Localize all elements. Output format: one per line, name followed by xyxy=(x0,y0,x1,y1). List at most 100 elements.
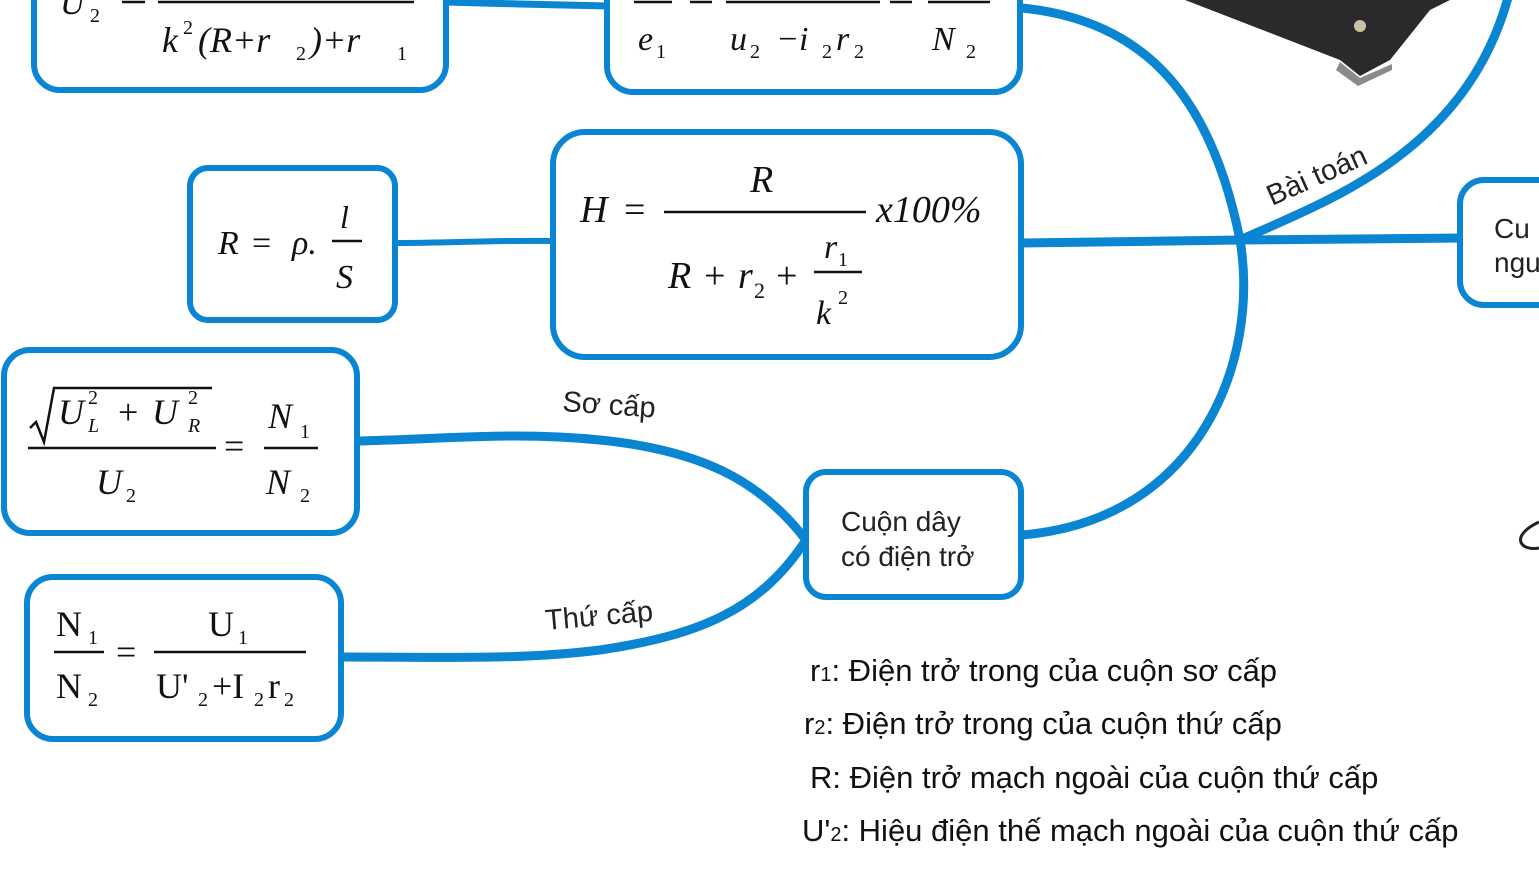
svg-text:ρ.: ρ. xyxy=(291,225,317,262)
svg-text:+: + xyxy=(118,392,138,432)
svg-text:1: 1 xyxy=(838,249,848,271)
svg-text:R: R xyxy=(667,255,691,297)
legend-item: r2: Điện trở trong của cuộn thứ cấp xyxy=(804,706,1282,741)
legend-item: R: Điện trở mạch ngoài của cuộn thứ cấp xyxy=(810,760,1378,795)
svg-text:2: 2 xyxy=(88,689,98,711)
svg-text:L: L xyxy=(87,415,99,437)
resistance-formula: R = ρ. l S xyxy=(217,199,362,296)
svg-text:)+r: )+r xyxy=(308,20,361,60)
svg-text:1: 1 xyxy=(238,627,248,649)
resistance-box xyxy=(187,165,398,323)
svg-text:1: 1 xyxy=(88,627,98,649)
svg-text:U: U xyxy=(208,604,234,644)
svg-text:2: 2 xyxy=(90,5,100,27)
so-cap-label: Sơ cấp xyxy=(562,386,657,424)
connectors xyxy=(338,0,1512,662)
svg-text:2: 2 xyxy=(754,278,765,303)
svg-text:2: 2 xyxy=(198,689,208,711)
bai-toan-branch xyxy=(1235,0,1512,245)
svg-text:k: k xyxy=(816,295,832,332)
svg-text:2: 2 xyxy=(838,287,848,309)
hub-curve xyxy=(1017,3,1249,540)
resistance-link xyxy=(393,237,558,246)
svg-text:=: = xyxy=(224,426,244,466)
svg-text:+I: +I xyxy=(212,666,244,706)
svg-text:N: N xyxy=(265,462,292,502)
svg-text:2: 2 xyxy=(183,17,193,39)
svg-text:2: 2 xyxy=(854,41,864,63)
primary-formula: U 2 L + U 2 R U 2 = N 1 N 2 xyxy=(28,386,318,507)
svg-text:−i: −i xyxy=(776,21,808,58)
svg-text:r: r xyxy=(268,666,280,706)
svg-text:r: r xyxy=(836,21,850,58)
legend: r1: Điện trở trong của cuộn sơ cấp r2: Đ… xyxy=(802,653,1458,848)
svg-text:R: R xyxy=(749,159,773,201)
svg-text:+: + xyxy=(776,255,797,297)
svg-text:1: 1 xyxy=(656,41,666,63)
svg-text:U: U xyxy=(58,392,86,432)
svg-text:2: 2 xyxy=(300,485,310,507)
right-node-line2: ngu xyxy=(1494,247,1539,278)
coil-node-line2: có điện trở xyxy=(841,541,975,572)
u2-ratio-formula: U 2 k 2 (R+r 2 )+r 1 xyxy=(60,0,414,65)
right-node-link xyxy=(1235,233,1467,245)
u2-ratio-box xyxy=(31,0,449,93)
svg-text:N: N xyxy=(931,21,957,58)
boxes xyxy=(1,0,1539,742)
svg-text:2: 2 xyxy=(822,41,832,63)
secondary-formula: N 1 N 2 = U 1 U' 2 +I 2 r 2 xyxy=(54,604,306,711)
primary-box xyxy=(1,347,360,536)
svg-text:R: R xyxy=(187,415,200,437)
efficiency-link xyxy=(1017,235,1245,248)
svg-text:=: = xyxy=(116,632,136,672)
svg-text:1: 1 xyxy=(397,43,407,65)
svg-text:+: + xyxy=(704,255,725,297)
svg-text:2: 2 xyxy=(750,41,760,63)
svg-text:U: U xyxy=(60,0,87,22)
svg-text:u: u xyxy=(730,21,747,58)
efficiency-formula: H = R R + r 2 + r 1 k 2 x100% xyxy=(579,159,982,332)
svg-text:N: N xyxy=(267,396,294,436)
svg-text:1: 1 xyxy=(300,421,310,443)
legend-item: r1: Điện trở trong của cuộn sơ cấp xyxy=(810,653,1277,688)
svg-text:H: H xyxy=(579,189,610,231)
svg-text:r: r xyxy=(738,255,753,297)
svg-text:2: 2 xyxy=(254,689,264,711)
svg-text:U: U xyxy=(96,462,124,502)
coil-node-line1: Cuộn dây xyxy=(841,506,961,537)
so-cap-branch xyxy=(355,431,811,545)
svg-text:l: l xyxy=(340,199,349,235)
decorative-curl xyxy=(1519,520,1539,550)
svg-text:2: 2 xyxy=(88,387,98,409)
transformer-image xyxy=(1185,0,1450,86)
e-ratio-formula: e 1 u 2 −i 2 r 2 N 2 xyxy=(634,0,990,63)
svg-text:N: N xyxy=(56,604,82,644)
efficiency-box xyxy=(550,129,1024,360)
svg-text:r: r xyxy=(824,229,838,266)
svg-text:S: S xyxy=(336,259,353,296)
right-node-line1: Cu xyxy=(1494,213,1530,244)
right-node xyxy=(1457,177,1539,308)
svg-text:x100%: x100% xyxy=(875,189,982,231)
svg-text:N: N xyxy=(56,666,82,706)
thu-cap-branch xyxy=(338,535,811,662)
thu-cap-label: Thứ cấp xyxy=(544,596,654,637)
svg-text:=: = xyxy=(252,225,271,262)
svg-text:(R+r: (R+r xyxy=(198,20,271,60)
svg-text:2: 2 xyxy=(296,43,306,65)
top-link xyxy=(442,0,612,10)
svg-text:U': U' xyxy=(156,666,188,706)
svg-text:e: e xyxy=(638,21,653,58)
svg-text:R: R xyxy=(217,225,239,262)
svg-text:U: U xyxy=(152,392,180,432)
svg-text:2: 2 xyxy=(126,485,136,507)
legend-item: U'2: Hiệu điện thế mạch ngoài của cuộn t… xyxy=(802,813,1458,848)
secondary-box xyxy=(24,574,344,742)
svg-text:2: 2 xyxy=(284,689,294,711)
coil-node xyxy=(803,469,1024,600)
svg-text:2: 2 xyxy=(188,387,198,409)
svg-text:k: k xyxy=(162,20,179,60)
svg-text:=: = xyxy=(624,189,645,231)
svg-text:2: 2 xyxy=(966,41,976,63)
